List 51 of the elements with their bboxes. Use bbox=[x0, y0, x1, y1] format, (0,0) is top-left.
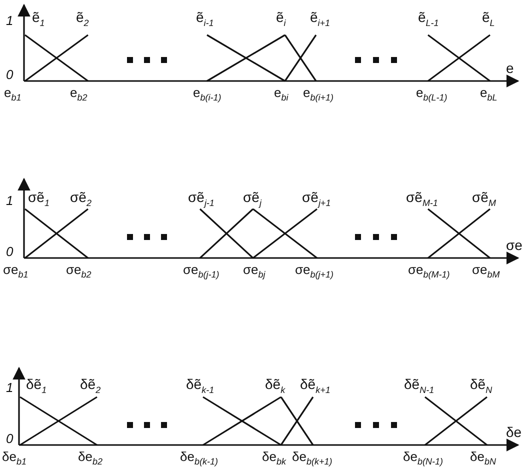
tick-label: 0 bbox=[6, 245, 14, 259]
function-label: δẽ$_{N}$ bbox=[470, 377, 492, 397]
function-label: δẽ$_{2}$ bbox=[80, 377, 101, 397]
function-label: ẽ$_{2}$ bbox=[76, 10, 89, 30]
breakpoint-label: δe$_{b1}$ bbox=[2, 450, 26, 469]
function-label: σẽ$_{2}$ bbox=[70, 190, 92, 210]
tick-label: 0 bbox=[6, 68, 14, 82]
breakpoint-label: σe$_{bM}$ bbox=[472, 263, 500, 282]
breakpoint-label: e$_{b(i-1)}$ bbox=[193, 86, 222, 105]
breakpoint-label: σe$_{b1}$ bbox=[3, 263, 28, 282]
function-label: ẽ$_{i-1}$ bbox=[196, 10, 214, 30]
breakpoint-label: e$_{b1}$ bbox=[4, 86, 22, 105]
breakpoint-label: e$_{bi}$ bbox=[274, 86, 288, 105]
breakpoint-label: e$_{b(L-1)}$ bbox=[416, 86, 448, 105]
breakpoint-label: δe$_{b(k+1)}$ bbox=[292, 450, 332, 469]
function-label: ẽ$_{L-1}$ bbox=[418, 10, 439, 30]
breakpoint-label: δe$_{bN}$ bbox=[470, 450, 496, 469]
function-label: σẽ$_{j+1}$ bbox=[302, 190, 331, 210]
breakpoint-label: δe$_{b(N-1)}$ bbox=[403, 450, 443, 469]
function-label: ẽ$_{1}$ bbox=[32, 10, 45, 30]
breakpoint-label: σe$_{bj}$ bbox=[243, 263, 266, 282]
function-label: δẽ$_{k+1}$ bbox=[300, 377, 330, 397]
function-label: σẽ$_{M-1}$ bbox=[406, 190, 438, 210]
tick-label: 1 bbox=[6, 14, 14, 28]
breakpoint-label: e$_{b(i+1)}$ bbox=[303, 86, 334, 105]
breakpoint-label: δe$_{b(k-1)}$ bbox=[180, 450, 218, 469]
function-label: δẽ$_{N-1}$ bbox=[404, 377, 434, 397]
tick-label: 1 bbox=[6, 194, 14, 208]
function-label: ẽ$_{i}$ bbox=[276, 10, 286, 30]
breakpoint-label: σe$_{b(j-1)}$ bbox=[183, 263, 220, 282]
breakpoint-label: δe$_{b2}$ bbox=[78, 450, 102, 469]
function-label: ẽ$_{i+1}$ bbox=[310, 10, 330, 30]
tick-label: 1 bbox=[6, 381, 14, 395]
function-label: σẽ$_{1}$ bbox=[28, 190, 50, 210]
function-label: δẽ$_{1}$ bbox=[26, 377, 47, 397]
breakpoint-label: σe$_{b(j+1)}$ bbox=[295, 263, 334, 282]
breakpoint-label: σe$_{b2}$ bbox=[66, 263, 92, 282]
tick-label: 0 bbox=[6, 432, 14, 446]
function-label: σẽ$_{j-1}$ bbox=[188, 190, 214, 210]
axis-label: σe bbox=[506, 238, 522, 252]
axis-label: δe bbox=[506, 425, 522, 439]
breakpoint-label: e$_{b2}$ bbox=[70, 86, 88, 105]
function-label: σẽ$_{M}$ bbox=[472, 190, 496, 210]
breakpoint-label: δe$_{bk}$ bbox=[262, 450, 286, 469]
breakpoint-label: σe$_{b(M-1)}$ bbox=[408, 263, 450, 282]
function-label: ẽ$_{L}$ bbox=[482, 10, 495, 30]
axis-label: e bbox=[506, 61, 514, 75]
breakpoint-label: e$_{bL}$ bbox=[480, 86, 498, 105]
function-label: δẽ$_{k-1}$ bbox=[186, 377, 214, 397]
function-label: σẽ$_{j}$ bbox=[243, 190, 262, 210]
function-label: δẽ$_{k}$ bbox=[265, 377, 286, 397]
